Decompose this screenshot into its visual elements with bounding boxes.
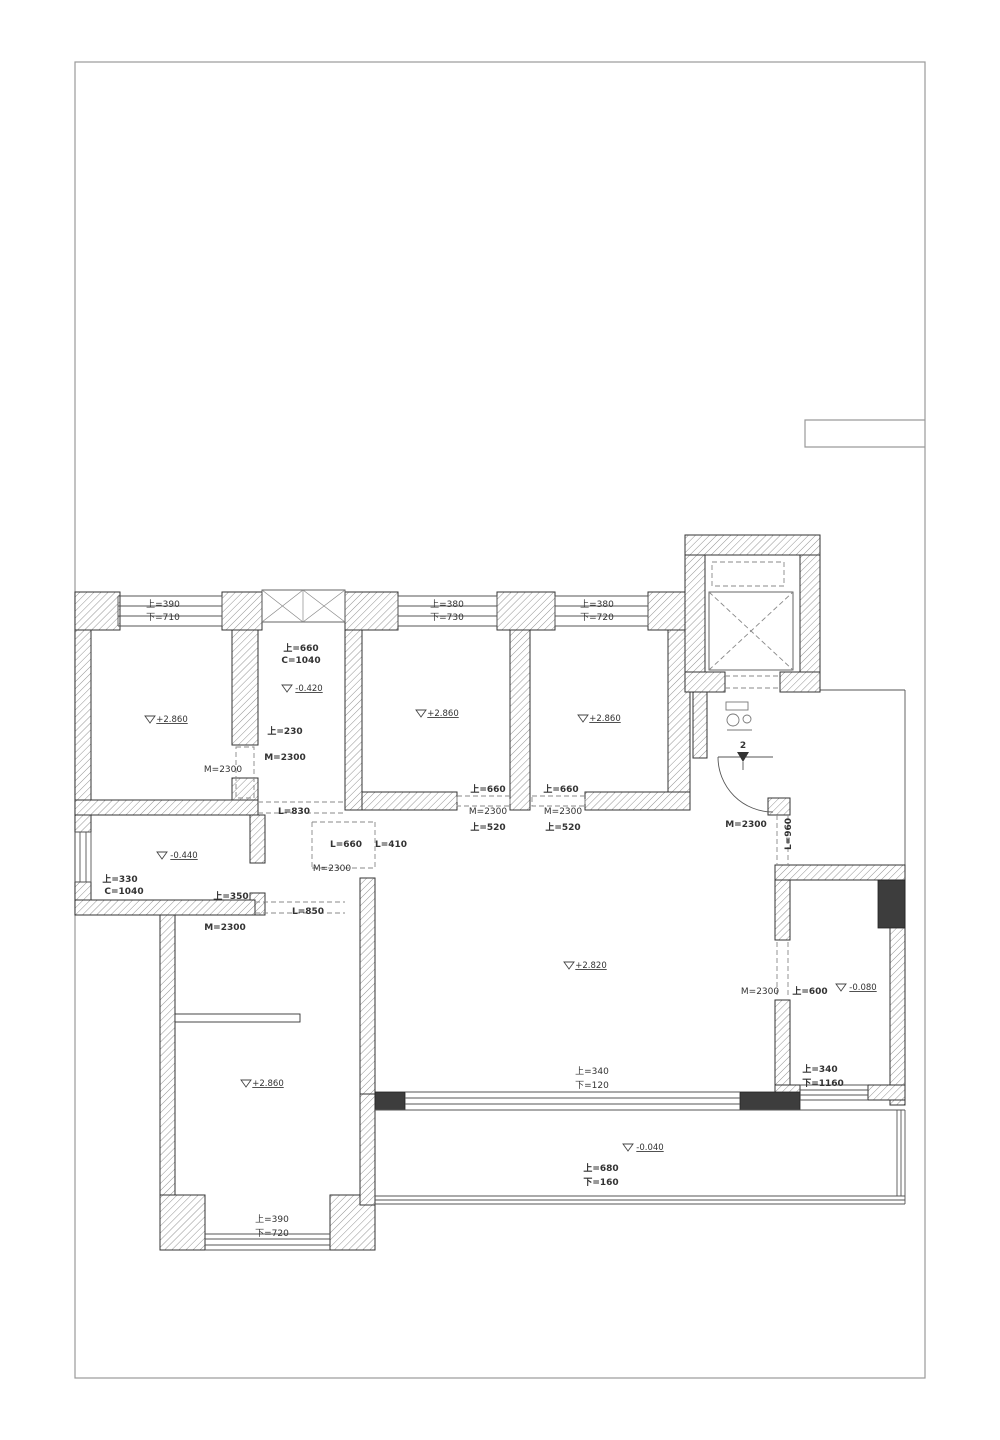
level-room-tl: +2.860 bbox=[156, 715, 187, 725]
level-room-bl: +2.860 bbox=[252, 1079, 283, 1089]
balcony-pier-left bbox=[374, 1091, 406, 1111]
partition-stub bbox=[174, 1013, 301, 1023]
room-b-door-up2: 上=520 bbox=[545, 821, 580, 833]
outer-boundary bbox=[74, 61, 926, 1379]
balcony-down: 下=160 bbox=[583, 1177, 618, 1188]
entry-door bbox=[717, 756, 774, 813]
kitchen-win-down: 下=1160 bbox=[802, 1078, 844, 1089]
door-tl-m2: M=2300 bbox=[204, 765, 242, 775]
section-marker: 2 bbox=[737, 741, 749, 770]
kitchen-win-up: 上=340 bbox=[802, 1063, 837, 1075]
room-a-door-up: 上=660 bbox=[470, 783, 505, 795]
hall-m: M=2300 bbox=[313, 864, 351, 874]
kitchen-m: M=2300 bbox=[741, 987, 779, 997]
elevator-cab bbox=[708, 591, 794, 671]
window-bottom bbox=[205, 1233, 330, 1251]
window-kitchen-south bbox=[800, 1084, 868, 1101]
door-tl-m1: M=2300 bbox=[264, 753, 306, 763]
room-a-door bbox=[456, 795, 511, 807]
win-top2-down: 下=730 bbox=[430, 613, 464, 623]
window-balcony bbox=[405, 1091, 740, 1111]
dimension-labels: 上=390 下=710 上=380 下=730 上=380 下=720 上=66… bbox=[102, 599, 843, 1239]
walls bbox=[74, 534, 906, 1251]
section-number: 2 bbox=[740, 741, 746, 751]
room-tl-door bbox=[235, 746, 255, 799]
win-top2-up: 上=380 bbox=[430, 599, 464, 610]
skylight-c: C=1040 bbox=[281, 656, 320, 666]
balcony-pier-right bbox=[739, 1091, 801, 1111]
door-tl-up: 上=230 bbox=[267, 725, 302, 737]
bath-up: 上=330 bbox=[102, 873, 137, 885]
level-bath: -0.440 bbox=[170, 851, 197, 861]
level-balcony: -0.040 bbox=[636, 1143, 663, 1153]
win-top3-up: 上=380 bbox=[580, 599, 614, 610]
bath-l: L=850 bbox=[292, 907, 324, 917]
room-a-door-up2: 上=520 bbox=[470, 821, 505, 833]
balcony-win-down: 下=120 bbox=[575, 1081, 609, 1091]
room-a-door-m: M=2300 bbox=[469, 807, 507, 817]
level-kitchen: -0.080 bbox=[849, 983, 876, 993]
window-top-2 bbox=[397, 595, 498, 627]
dashed-openings bbox=[235, 746, 789, 998]
win-top1-up: 上=390 bbox=[146, 599, 180, 610]
elevator-machine-box bbox=[711, 561, 785, 587]
room-b-door-up: 上=660 bbox=[543, 783, 578, 795]
elevator-shaft bbox=[708, 561, 794, 689]
win-bottom-down: 下=720 bbox=[255, 1229, 289, 1239]
level-living: +2.820 bbox=[575, 961, 606, 971]
entry-m: M=2300 bbox=[725, 820, 767, 830]
level-labels: -0.420 +2.860 +2.860 +2.860 +2.820 -0.44… bbox=[144, 684, 877, 1153]
terrace-edge-lines bbox=[820, 689, 906, 865]
level-room-b: +2.860 bbox=[589, 714, 620, 724]
bath-m: M=2300 bbox=[204, 923, 246, 933]
entry-l: L=960 bbox=[784, 818, 794, 850]
boundary-notch bbox=[804, 419, 925, 448]
fixture-icon bbox=[725, 701, 752, 731]
kitchen-up: 上=600 bbox=[792, 985, 827, 997]
win-bottom-up: 上=390 bbox=[255, 1214, 289, 1225]
room-b-door-m: M=2300 bbox=[544, 807, 582, 817]
door-tl-l: L=830 bbox=[278, 807, 310, 817]
balcony-win-up: 上=340 bbox=[575, 1066, 609, 1077]
bath-up2: 上=350 bbox=[213, 890, 248, 902]
bath-c: C=1040 bbox=[104, 887, 143, 897]
balcony-railing bbox=[375, 1109, 906, 1205]
level-room-a: +2.860 bbox=[427, 709, 458, 719]
skylight-up: 上=660 bbox=[283, 642, 318, 654]
level-skylight: -0.420 bbox=[295, 684, 322, 694]
balcony-up: 上=680 bbox=[583, 1162, 618, 1174]
hall-l1: L=660 bbox=[330, 840, 362, 850]
window-top-1 bbox=[117, 595, 223, 627]
window-top-3 bbox=[554, 595, 649, 627]
hall-l2: L=410 bbox=[375, 840, 407, 850]
window-left-wall bbox=[74, 831, 92, 883]
fixed-glazing-x bbox=[261, 589, 346, 623]
kitchen-corner-pier bbox=[877, 879, 906, 929]
room-b-door bbox=[531, 795, 586, 807]
door-swing-arc bbox=[717, 756, 774, 813]
win-top3-down: 下=720 bbox=[580, 613, 614, 623]
win-top1-down: 下=710 bbox=[146, 613, 180, 623]
